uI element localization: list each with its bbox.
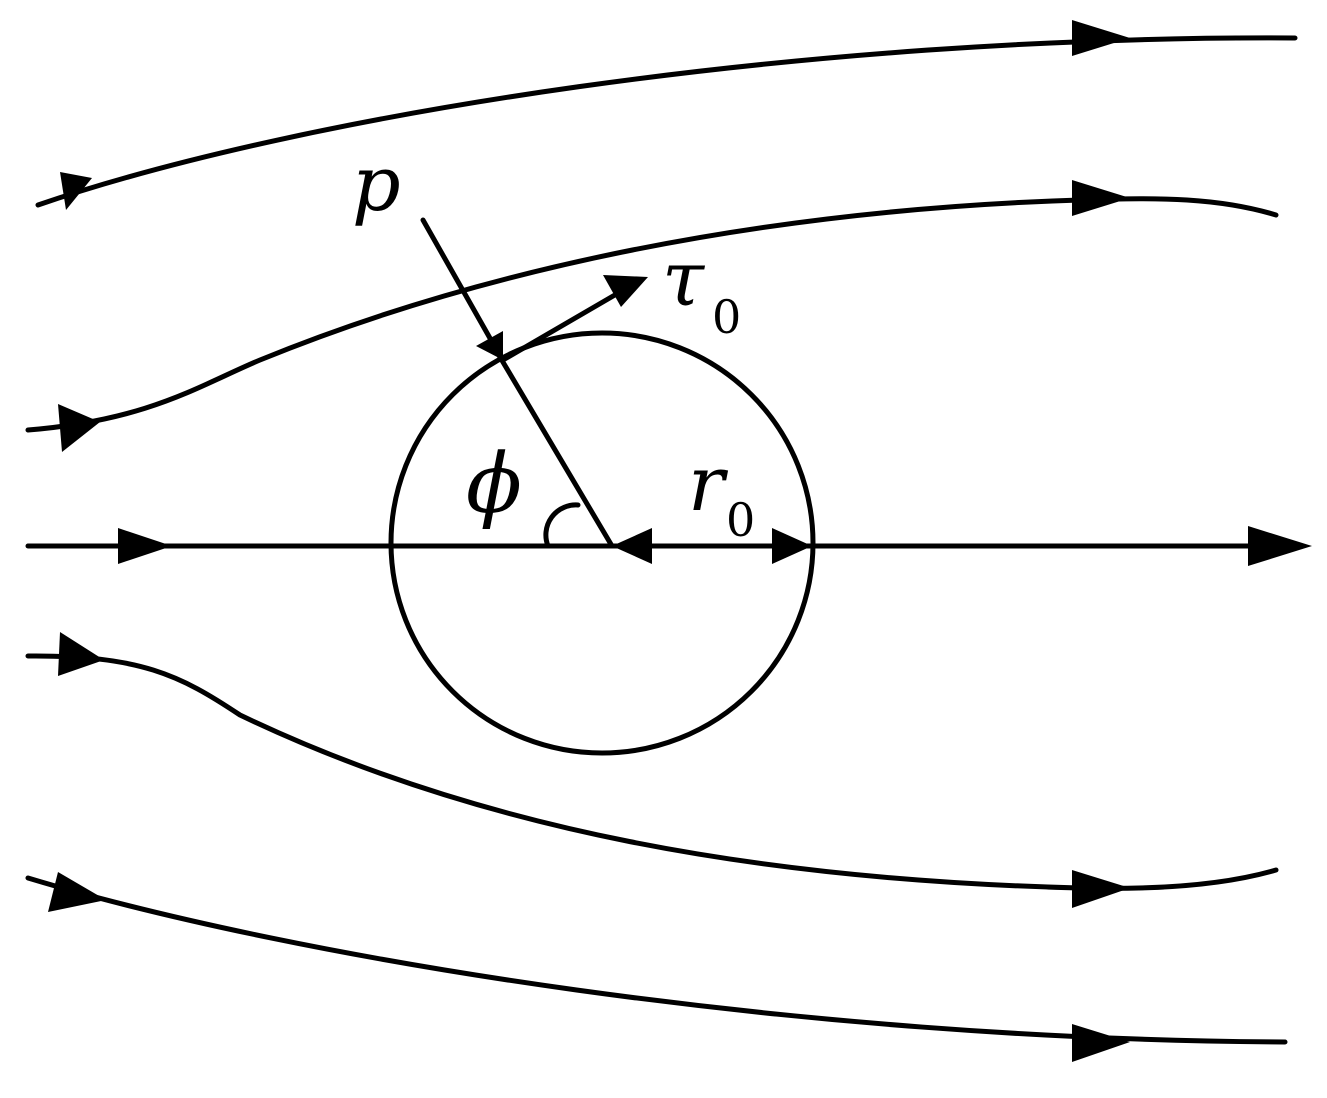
center-axis-arrow-out <box>1248 526 1312 566</box>
streamline-1 <box>35 20 1298 210</box>
center-axis-arrow-in <box>118 528 172 564</box>
streamline-3-arrow-out <box>1072 870 1130 908</box>
shear-stress-label: τ <box>662 234 706 323</box>
streamline-2-arrow-out <box>1072 180 1130 216</box>
streamline-4-arrow-in <box>48 872 106 912</box>
radius-subscript: 0 <box>726 493 755 547</box>
angle-label: ϕ <box>466 437 522 532</box>
streamline-4-arrow-out <box>1072 1024 1130 1062</box>
radius-arrowhead-right <box>772 528 812 564</box>
cylinder-outline <box>388 330 816 756</box>
shear-stress-arrowhead <box>603 275 648 307</box>
shear-stress-arrow <box>500 275 648 363</box>
radius-line-to-point <box>494 349 615 549</box>
radius-dimension <box>612 528 812 564</box>
streamline-3-arrow-in <box>58 632 104 676</box>
streamline-2 <box>25 180 1279 452</box>
center-axis <box>25 526 1312 566</box>
streamline-1-arrow-out <box>1072 20 1130 56</box>
radius-label: r <box>688 439 729 528</box>
streamline-4 <box>25 872 1288 1062</box>
angle-arc <box>543 502 581 549</box>
pressure-arrow <box>420 217 503 360</box>
radius-arrowhead-left <box>612 528 652 564</box>
streamline-1-arrow-in <box>60 172 92 210</box>
shear-stress-subscript: 0 <box>712 290 741 344</box>
streamline-3 <box>25 632 1279 908</box>
pressure-label: p <box>352 139 401 228</box>
streamline-2-arrow-in <box>58 404 100 452</box>
